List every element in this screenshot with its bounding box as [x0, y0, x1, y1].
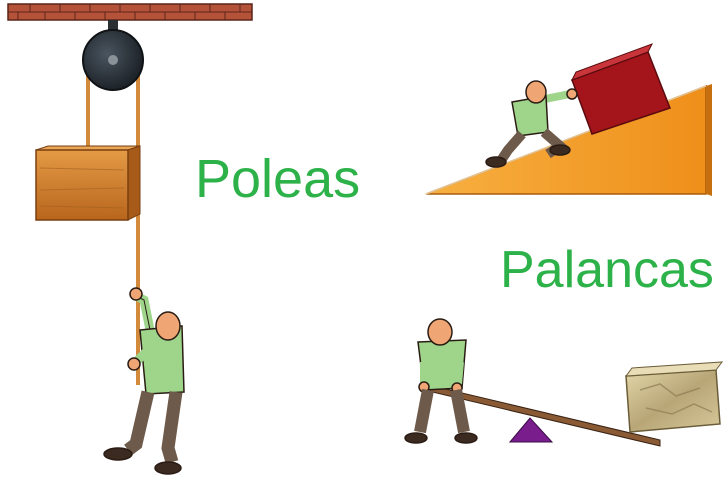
inclined-plane-illustration [426, 44, 712, 196]
inclined-plane-icon [426, 84, 712, 196]
wooden-crate [36, 146, 140, 220]
pulley-icon [83, 30, 143, 90]
person-lever [405, 319, 477, 443]
stone-block [626, 362, 722, 432]
fulcrum-icon [510, 418, 552, 442]
pulleys-label: Poleas [195, 152, 360, 206]
lever-illustration [405, 319, 722, 446]
pulley-illustration [8, 4, 252, 474]
person-pulling [104, 288, 184, 474]
levers-label: Palancas [500, 244, 714, 296]
brick-ceiling [8, 4, 252, 20]
